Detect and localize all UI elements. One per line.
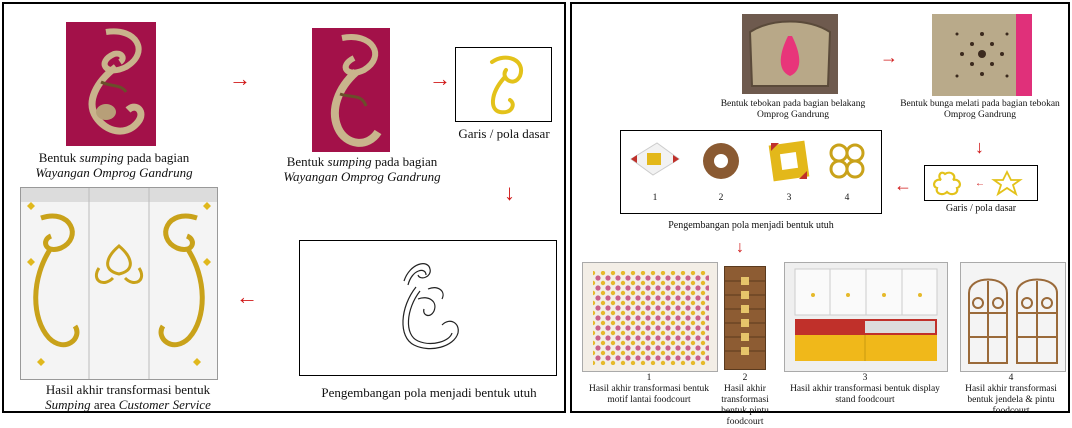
caption-pengembangan: Pengembangan pola menjadi bentuk utuh: [294, 385, 564, 400]
tebokan-photo: [742, 14, 838, 94]
garis-pola-box: [455, 47, 552, 122]
garis-pola-box-right: ←: [924, 165, 1038, 201]
caption-garis-right: Garis / pola dasar: [924, 203, 1038, 214]
customer-service-render: [20, 187, 218, 380]
arrow-right-3: →: [880, 46, 898, 68]
result-caption-3: 3Hasil akhir transformasi bentuk display…: [784, 373, 946, 406]
sumping-photo-2: [312, 28, 390, 152]
arrow-down-2: ↓: [975, 136, 984, 158]
caption-tebokan: Bentuk tebokan pada bagian belakang Ompr…: [718, 99, 868, 121]
result-jendela-image: [960, 262, 1066, 372]
pengembangan-box-right: 1 2 3 4: [620, 130, 882, 214]
melati-photo: [932, 14, 1032, 96]
arrow-down-3: ↓: [736, 237, 744, 259]
result-lantai-image: [582, 262, 718, 372]
result-pintu-image: [724, 266, 766, 370]
arrow-left-1: ←: [236, 286, 258, 308]
arrow-left-2: ←: [894, 174, 912, 196]
result-display-image: [784, 262, 948, 372]
right-panel: Bentuk tebokan pada bagian belakang Ompr…: [570, 2, 1070, 413]
result-caption-2: 2Hasil akhir transformasi bentuk pintu f…: [712, 373, 778, 428]
arrow-right-2: →: [429, 68, 451, 90]
sumping-photo-1: [66, 22, 156, 146]
arrow-down-1: ↓: [504, 182, 515, 204]
svg-text:←: ←: [975, 178, 985, 189]
result-caption-4: 4Hasil akhir transformasi bentuk jendela…: [954, 373, 1068, 417]
num-4: 4: [841, 193, 853, 204]
caption-hasil-akhir: Hasil akhir transformasi bentuk Sumping …: [18, 382, 238, 412]
caption-sumping-1: Bentuk sumping pada bagian Wayangan Ompr…: [24, 150, 204, 180]
pengembangan-box: [299, 240, 557, 376]
caption-pengembangan-right: Pengembangan pola menjadi bentuk utuh: [620, 220, 882, 231]
arrow-right-1: →: [229, 68, 251, 90]
num-3: 3: [783, 193, 795, 204]
num-1: 1: [649, 193, 661, 204]
num-2: 2: [715, 193, 727, 204]
left-panel: Bentuk sumping pada bagian Wayangan Ompr…: [2, 2, 566, 413]
caption-sumping-2: Bentuk sumping pada bagian Wayangan Ompr…: [272, 154, 452, 184]
caption-garis: Garis / pola dasar: [444, 126, 564, 141]
result-caption-1: 1Hasil akhir transformasi bentuk motif l…: [578, 373, 720, 406]
caption-melati: Bentuk bunga melati pada bagian tebokan …: [900, 99, 1060, 121]
